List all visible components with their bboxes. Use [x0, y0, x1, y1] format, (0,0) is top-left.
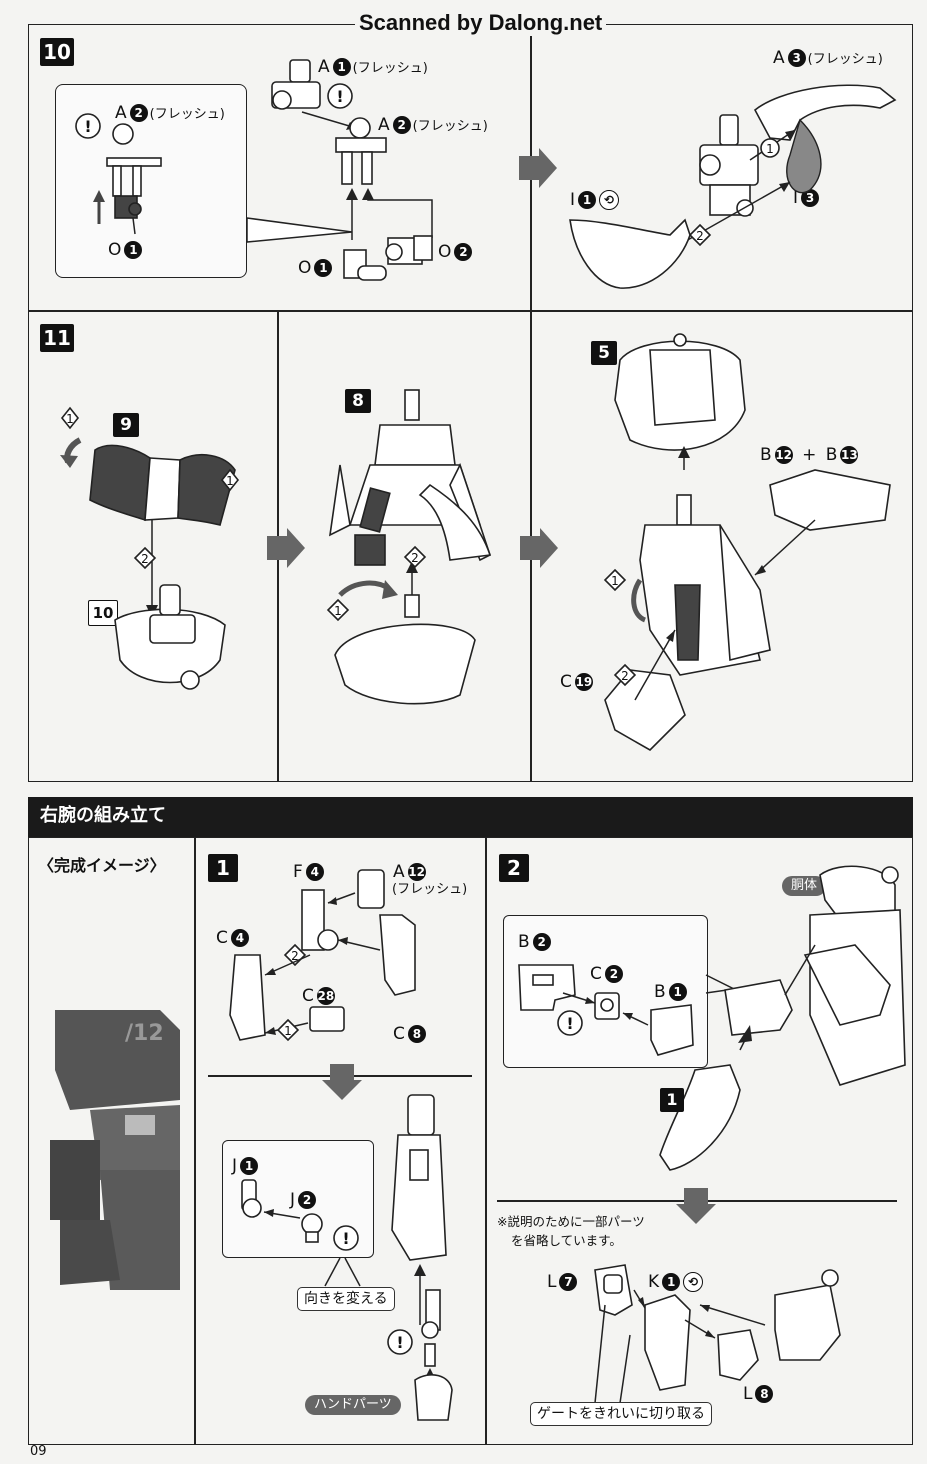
arm-step-1-inset-drawing: ! — [241, 1179, 359, 1251]
svg-text:/12: /12 — [125, 1021, 164, 1046]
step-11-middle-drawing: 2 1 — [326, 389, 492, 705]
callout-gate-pointer — [594, 1304, 631, 1404]
svg-text:!: ! — [336, 87, 343, 106]
arm-step-2-number: 2 — [499, 854, 529, 882]
svg-text:1: 1 — [611, 574, 619, 588]
svg-text:1: 1 — [66, 412, 74, 426]
svg-text:1: 1 — [284, 1024, 292, 1038]
callout-turn-direction: 向きを変える — [297, 1287, 395, 1311]
callout-turn-pointer — [324, 1257, 361, 1287]
arm-step-2-down-arrow — [676, 1188, 716, 1224]
svg-text:1: 1 — [334, 604, 342, 618]
flow-arrow-step11-a — [267, 528, 305, 568]
arm-step-2-sub-ref-1: 1 — [660, 1088, 684, 1112]
flow-arrow-step11-b — [520, 528, 558, 568]
page-number: 09 — [30, 1444, 47, 1459]
arm-step-1-top-drawing: 2 1 — [229, 869, 416, 1042]
sub-ref-10: 10 — [88, 600, 118, 626]
svg-text:2: 2 — [696, 229, 704, 243]
watermark: Scanned by Dalong.net — [355, 10, 607, 36]
arm-step-1-bottom-drawing: ! — [387, 1094, 453, 1421]
step-11-right-drawing: 1 2 — [603, 333, 891, 751]
svg-text:2: 2 — [291, 949, 299, 963]
arm-step-2-bottom-drawing — [594, 1264, 841, 1391]
arm-step-1-down-arrow — [322, 1064, 362, 1100]
section-title: 右腕の組み立て — [40, 805, 166, 826]
svg-text:1: 1 — [766, 142, 774, 156]
svg-text:!: ! — [84, 117, 91, 136]
step-11-panel — [28, 311, 913, 782]
flow-arrow-step10 — [519, 148, 557, 188]
inset-pointer — [246, 217, 353, 243]
step-11-number: 11 — [40, 324, 74, 352]
svg-text:!: ! — [566, 1014, 573, 1033]
omission-note-line1: ※説明のために一部パーツ — [497, 1214, 645, 1229]
arm-step-1-number: 1 — [208, 854, 238, 882]
pill-hand-parts: ハンドパーツ — [305, 1395, 401, 1415]
callout-gate-trim: ゲートをきれいに切り取る — [530, 1402, 712, 1426]
right-arm-divider-2 — [485, 837, 487, 1445]
svg-text:1: 1 — [226, 474, 234, 488]
arm-step-2-inset-drawing: ! — [518, 964, 694, 1056]
label-a12-note: (フレッシュ) — [392, 882, 468, 897]
arm-step-2-top-drawing — [659, 865, 906, 1171]
omission-note-line2: を省略しています。 — [511, 1233, 622, 1248]
svg-text:2: 2 — [141, 552, 149, 566]
sub-ref-9: 9 — [113, 413, 139, 437]
svg-text:2: 2 — [411, 551, 419, 565]
completion-image: /12 — [50, 1010, 180, 1290]
step-10-number: 10 — [40, 38, 74, 66]
step-10-inset-drawing: ! — [75, 113, 162, 235]
right-arm-divider-1 — [194, 837, 196, 1445]
sub-ref-5: 5 — [591, 341, 617, 365]
step-10-right-drawing: 1 2 — [569, 84, 897, 289]
section-header-band — [28, 797, 913, 837]
step-11-left-drawing: 1 1 2 — [60, 406, 240, 690]
pill-body: 胴体 — [782, 876, 827, 896]
sub-ref-8: 8 — [345, 389, 371, 413]
right-arm-panel — [28, 837, 913, 1445]
svg-text:2: 2 — [621, 669, 629, 683]
completion-label: 〈完成イメージ〉 — [38, 856, 166, 875]
svg-text:!: ! — [342, 1229, 349, 1248]
step-10-middle-drawing: ! — [271, 59, 433, 281]
svg-text:!: ! — [396, 1333, 403, 1352]
